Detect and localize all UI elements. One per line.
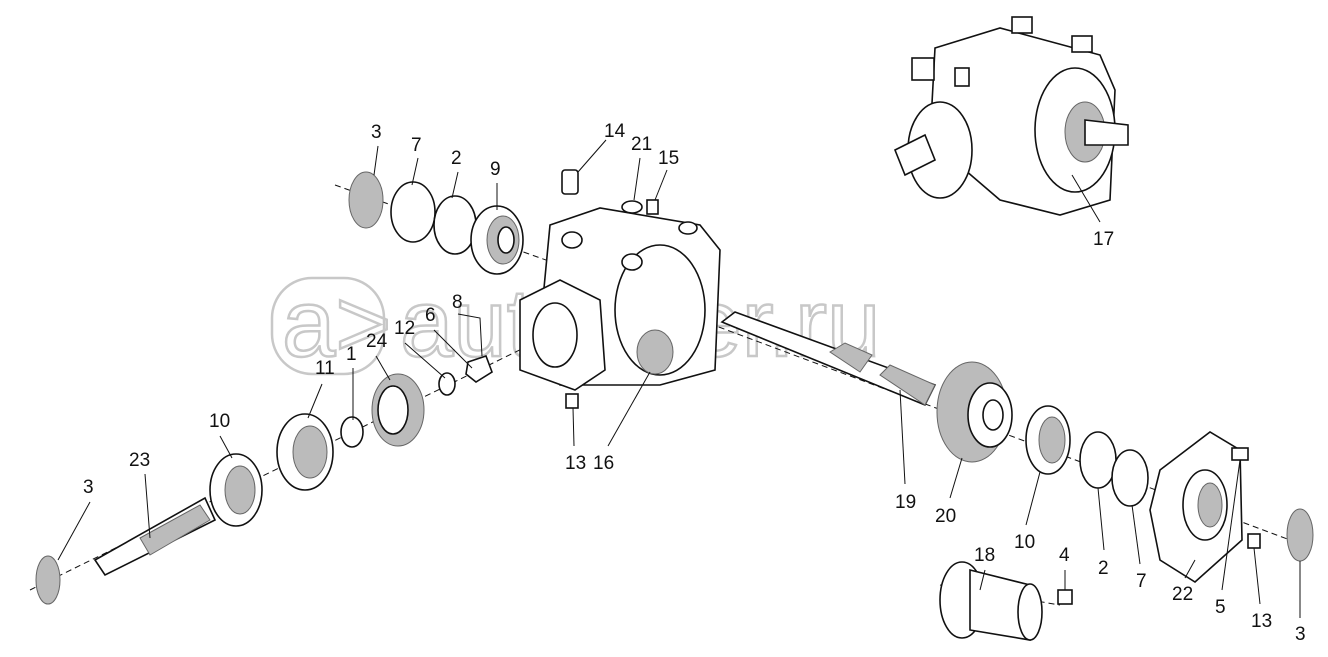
callout: 16 (593, 453, 614, 474)
callout: 9 (490, 159, 501, 180)
gearbox-housing-16 (519, 200, 721, 391)
callout: 3 (371, 122, 382, 143)
callout: 10 (209, 411, 230, 432)
bolt-5 (1231, 447, 1249, 461)
callout: 11 (315, 358, 335, 379)
bolt-13-right (1247, 533, 1261, 549)
ring-1 (340, 416, 364, 448)
washer-12 (438, 372, 456, 396)
callout: 4 (1059, 545, 1070, 566)
washer-3-left (35, 555, 61, 605)
callout: 3 (83, 477, 94, 498)
bearing-10-right (1025, 405, 1071, 475)
callout: 1 (346, 344, 357, 365)
nut-6 (465, 354, 493, 383)
washer-3-right (1286, 508, 1314, 562)
callout: 7 (411, 135, 422, 156)
callout: 6 (425, 305, 436, 326)
shaft-19 (720, 311, 937, 407)
plug-13-center (565, 393, 579, 409)
fitting-15 (646, 199, 659, 215)
bolt-4 (1057, 589, 1073, 605)
callout: 14 (604, 121, 626, 142)
cover-22 (1149, 431, 1243, 583)
callout: 2 (451, 148, 462, 169)
washer-3-top (348, 171, 384, 229)
callout: 3 (1295, 624, 1306, 645)
oring-2-right (1079, 431, 1117, 489)
callout: 17 (1093, 229, 1114, 250)
bearing-10-left (209, 453, 263, 527)
callout: 10 (1014, 532, 1035, 553)
flange-18 (939, 561, 1043, 641)
bearing-9 (470, 205, 524, 275)
callout: 12 (394, 318, 415, 339)
callout: 5 (1215, 597, 1226, 618)
watermark-logo: a> (282, 270, 391, 377)
assembled-gearbox-17 (893, 16, 1129, 216)
callout: 22 (1172, 584, 1193, 605)
callout: 18 (974, 545, 995, 566)
callout: 8 (452, 292, 463, 313)
seal-20 (936, 361, 1013, 463)
callout-labels: 3 7 2 9 14 21 15 17 8 6 12 24 1 11 10 23… (83, 121, 1306, 645)
callout: 24 (366, 331, 388, 352)
callout: 13 (1251, 611, 1272, 632)
callout: 21 (631, 134, 652, 155)
callout: 23 (129, 450, 150, 471)
circlip-7-top (390, 181, 436, 243)
watermark-logo-box (270, 276, 386, 376)
bearing-11 (276, 413, 334, 491)
seal-24 (371, 373, 425, 447)
callout: 2 (1098, 558, 1109, 579)
fitting-14 (561, 169, 579, 195)
shaft-23 (93, 496, 217, 577)
callout: 13 (565, 453, 586, 474)
circlip-7-right (1111, 449, 1149, 507)
leader-lines (57, 139, 1301, 618)
oring-2-top (433, 195, 477, 255)
callout: 19 (895, 492, 916, 513)
callout: 15 (658, 148, 679, 169)
callout: 20 (935, 506, 956, 527)
callout: 7 (1136, 571, 1147, 592)
